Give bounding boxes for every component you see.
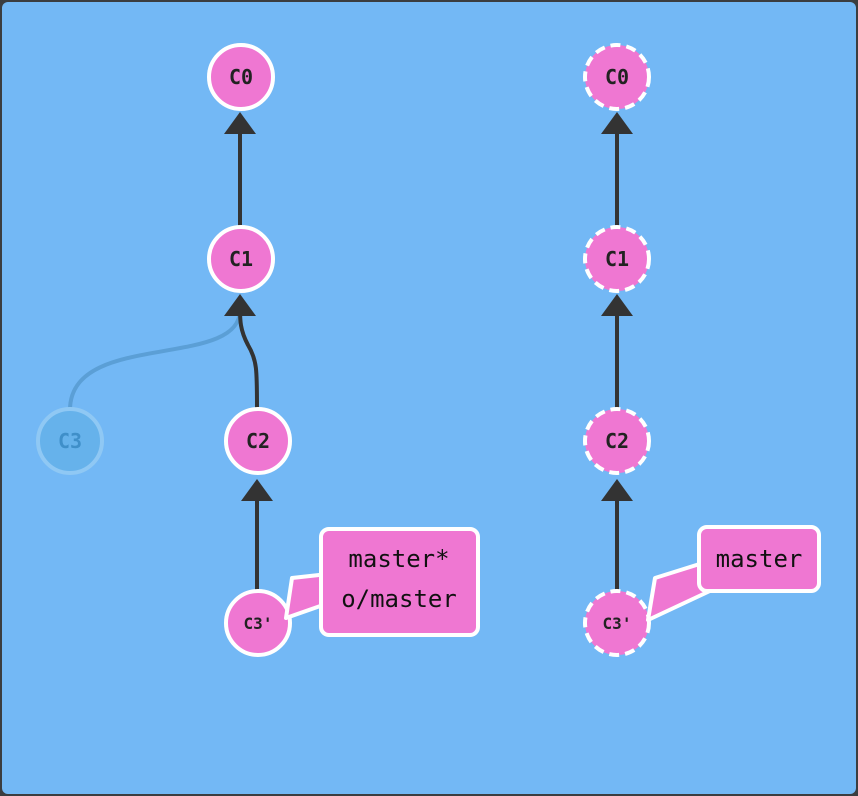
branch-label-remote[interactable]: master: [646, 525, 821, 622]
branch-name-master: master: [716, 545, 803, 573]
edge-c2-c1: [238, 307, 259, 409]
commit-label: C3: [58, 429, 82, 453]
commit-c1[interactable]: C1: [207, 225, 275, 293]
arrowhead-c1-c0: [601, 112, 633, 134]
commit-label: C1: [605, 247, 629, 271]
arrowhead-c2-c1: [224, 294, 256, 316]
commit-label: C2: [605, 429, 629, 453]
remote-repository: C0 C1 C2 C3' master: [583, 43, 821, 657]
arrowhead-c3prime-c2: [241, 479, 273, 501]
orphan-edge-c3-c1: [68, 308, 242, 412]
local-repository: C3 C0 C1 C2 C3' master* o/master: [36, 43, 480, 657]
branch-name-master-star: master*: [348, 545, 449, 573]
branch-name-o-master: o/master: [341, 585, 457, 613]
orphan-commit-c3[interactable]: C3: [36, 407, 104, 475]
commit-label: C3': [603, 614, 632, 633]
commit-label: C0: [605, 65, 629, 89]
remote-commit-c2[interactable]: C2: [583, 407, 651, 475]
commit-label: C3': [244, 614, 273, 633]
branch-label-box: [319, 527, 480, 637]
commit-c2[interactable]: C2: [224, 407, 292, 475]
commit-c3-prime[interactable]: C3': [224, 589, 292, 657]
remote-commit-c1[interactable]: C1: [583, 225, 651, 293]
branch-label-local[interactable]: master* o/master: [284, 527, 480, 637]
commit-c0[interactable]: C0: [207, 43, 275, 111]
arrowhead-c1-c0: [224, 112, 256, 134]
arrowhead-c3prime-c2: [601, 479, 633, 501]
branch-label-box: [697, 525, 821, 593]
remote-commit-c0[interactable]: C0: [583, 43, 651, 111]
commit-label: C1: [229, 247, 253, 271]
arrowhead-c2-c1: [601, 294, 633, 316]
remote-commit-c3-prime[interactable]: C3': [583, 589, 651, 657]
commit-label: C0: [229, 65, 253, 89]
commit-label: C2: [246, 429, 270, 453]
